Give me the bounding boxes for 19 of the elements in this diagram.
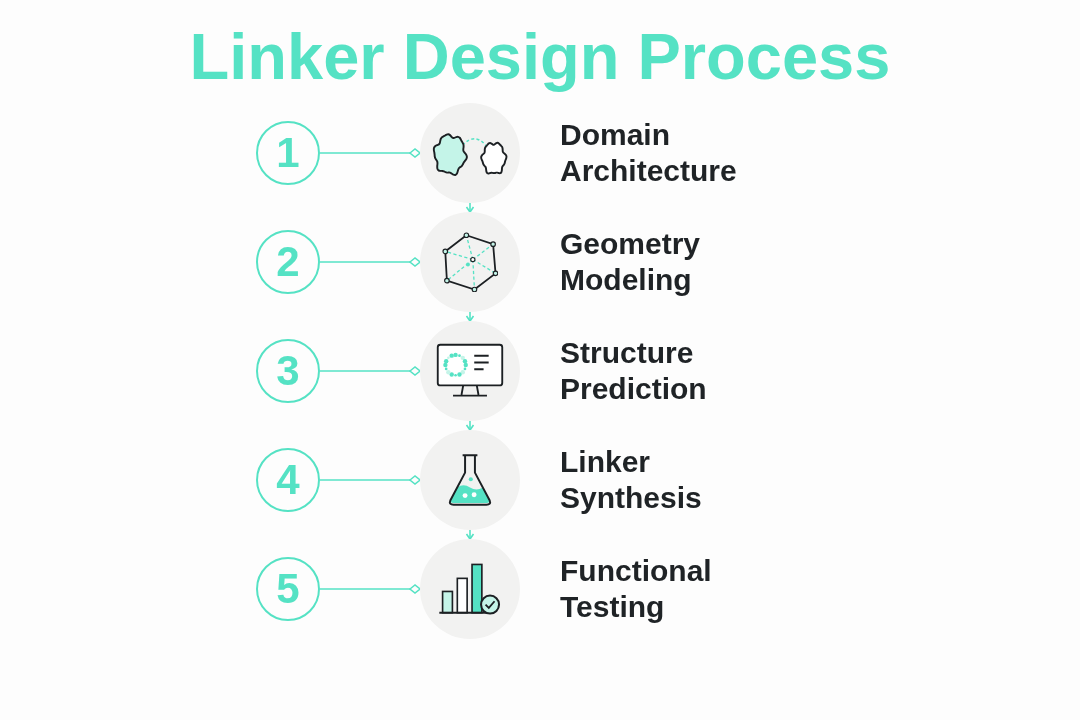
connector-line bbox=[319, 475, 421, 485]
connector-line bbox=[319, 584, 421, 594]
arrow bbox=[465, 420, 475, 431]
step-number: 3 bbox=[256, 339, 320, 403]
connector-line bbox=[319, 148, 421, 158]
arrow bbox=[465, 202, 475, 213]
connector-line bbox=[319, 366, 421, 376]
step-number: 4 bbox=[256, 448, 320, 512]
step-number: 2 bbox=[256, 230, 320, 294]
step-label: Functional Testing bbox=[560, 553, 712, 625]
step-label: Domain Architecture bbox=[560, 117, 737, 189]
arrow bbox=[465, 311, 475, 322]
step-label: Structure Prediction bbox=[560, 335, 707, 407]
step-label: Geometry Modeling bbox=[560, 226, 701, 298]
step-number: 5 bbox=[256, 557, 320, 621]
arrow bbox=[465, 529, 475, 540]
step-label: Linker Synthesis bbox=[560, 444, 702, 516]
step-number: 1 bbox=[256, 121, 320, 185]
connector-line bbox=[319, 257, 421, 267]
